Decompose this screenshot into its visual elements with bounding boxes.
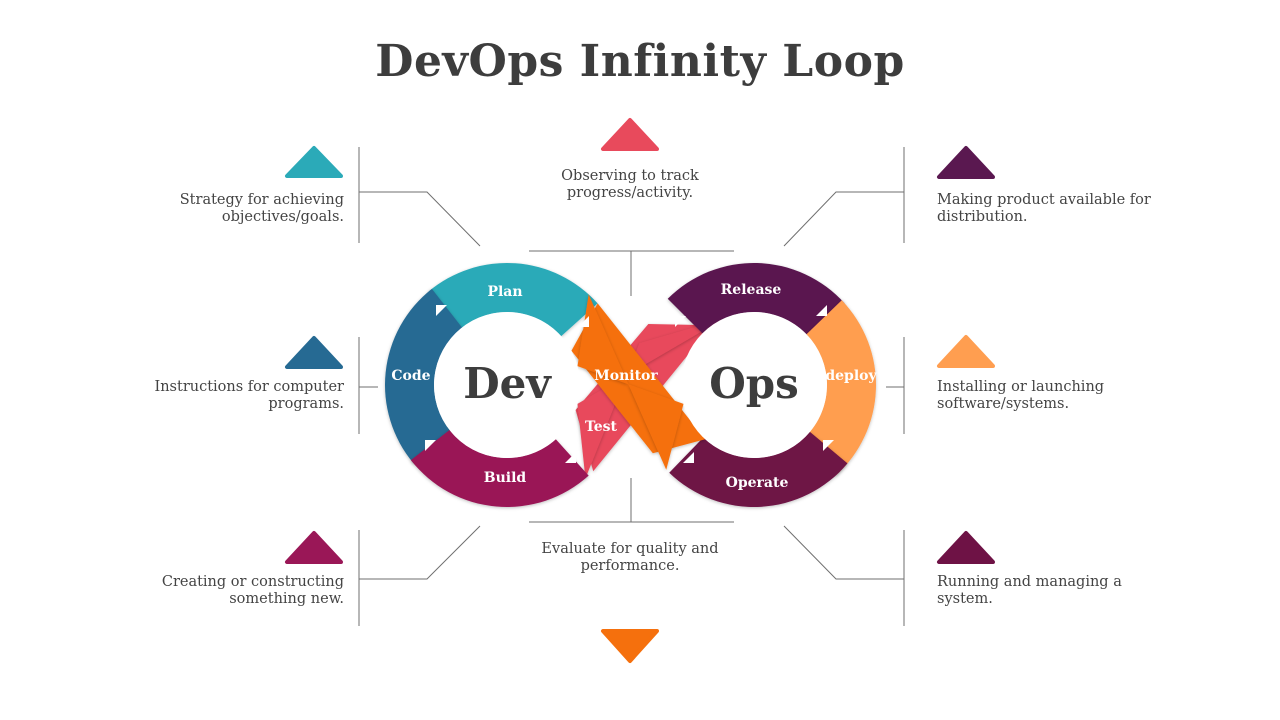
- deploy-label: deploy: [825, 368, 877, 384]
- operate-description: Running and managing a system.: [937, 574, 1167, 608]
- operate-description-line: system.: [937, 591, 993, 607]
- test-description: Evaluate for quality and performance.: [520, 541, 740, 575]
- plan-label: Plan: [487, 284, 522, 300]
- corner-arrow-icon: [816, 305, 827, 316]
- plan-segment: [428, 262, 598, 337]
- dev-label: Dev: [463, 359, 552, 408]
- corner-arrow-icon: [683, 452, 694, 463]
- deploy-description: Installing or launching software/systems…: [937, 379, 1167, 413]
- ops-center-disc: [681, 312, 827, 458]
- release-description-line: distribution.: [937, 209, 1028, 225]
- operate-segment: [669, 431, 848, 507]
- build-description: Creating or constructing something new.: [120, 574, 344, 608]
- monitor-segment-fill: [577, 294, 684, 470]
- build-segment: [410, 429, 589, 507]
- test-triangle-icon: [601, 629, 659, 663]
- code-segment: [385, 288, 463, 464]
- test-label: Test: [585, 419, 618, 435]
- corner-arrow-icon: [578, 316, 589, 327]
- test-segment-fill: [577, 318, 724, 479]
- plan-description-line: objectives/goals.: [221, 209, 344, 225]
- deploy-description-line: software/systems.: [937, 396, 1070, 412]
- operate-label: Operate: [726, 475, 789, 491]
- build-description-line: something new.: [229, 591, 344, 607]
- code-triangle-icon: [285, 336, 343, 369]
- deploy-triangle-icon: [937, 335, 995, 368]
- plan-description: Strategy for achieving objectives/goals.: [140, 192, 344, 226]
- page-title: DevOps Infinity Loop: [375, 36, 905, 87]
- test-description-line: performance.: [580, 558, 680, 574]
- build-triangle-icon: [285, 531, 343, 564]
- deploy-description-line: Installing or launching: [937, 379, 1105, 395]
- monitor-description-line: Observing to track: [561, 168, 699, 184]
- test-description-line: Evaluate for quality and: [541, 541, 719, 557]
- code-label: Code: [391, 368, 430, 384]
- monitor-description-line: progress/activity.: [566, 185, 694, 201]
- monitor-label: Monitor: [594, 368, 658, 384]
- build-description-line: Creating or constructing: [161, 574, 344, 590]
- operate-triangle-icon: [937, 531, 995, 564]
- dev-center-disc: [434, 312, 580, 458]
- release-triangle-icon: [937, 146, 995, 179]
- code-description: Instructions for computer programs.: [120, 379, 344, 413]
- release-description-line: Making product available for: [937, 192, 1151, 208]
- release-label: Release: [721, 282, 782, 298]
- operate-description-line: Running and managing a: [937, 574, 1122, 590]
- plan-description-line: Strategy for achieving: [179, 192, 344, 208]
- ops-label: Ops: [709, 359, 799, 408]
- monitor-triangle-icon: [601, 118, 659, 151]
- loop-segments: [385, 262, 876, 507]
- code-description-line: Instructions for computer: [154, 379, 344, 395]
- corner-arrow-icon: [565, 452, 576, 463]
- corner-arrow-icon: [425, 440, 436, 451]
- release-description: Making product available for distributio…: [937, 192, 1167, 226]
- connector-lines: [358, 147, 905, 626]
- monitor-description: Observing to track progress/activity.: [520, 168, 740, 202]
- deploy-segment: [802, 300, 876, 476]
- plan-triangle-icon: [285, 146, 343, 178]
- build-label: Build: [484, 470, 527, 486]
- corner-arrow-icon: [675, 316, 686, 327]
- release-segment: [667, 263, 845, 337]
- corner-arrow-icon: [823, 440, 834, 451]
- code-description-line: programs.: [268, 396, 344, 412]
- corner-arrow-icon: [436, 305, 447, 316]
